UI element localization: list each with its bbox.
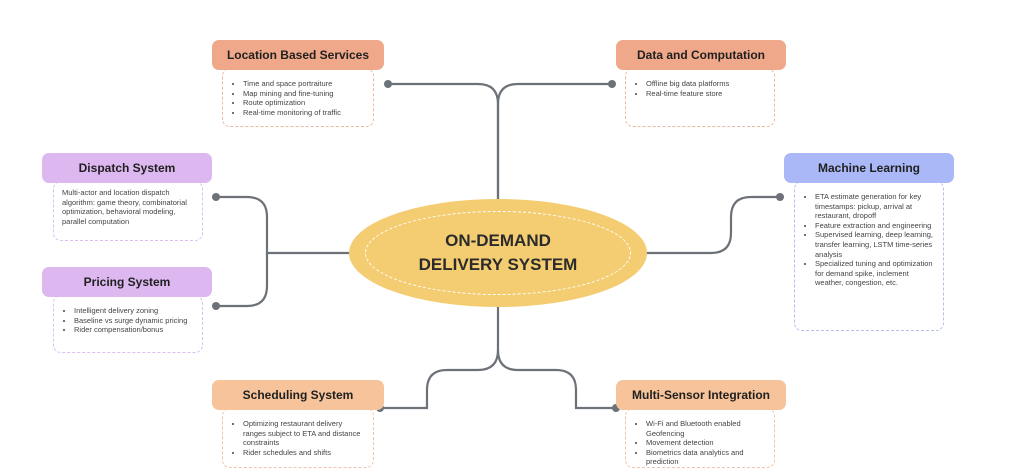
- connector-scheduling: [378, 305, 500, 410]
- dot-location: [384, 80, 392, 88]
- list-item: Time and space portraiture: [243, 79, 363, 89]
- item-list: ETA estimate generation for key timestam…: [805, 192, 933, 288]
- node-title: Multi-Sensor Integration: [616, 380, 786, 410]
- item-list: Time and space portraiture Map mining an…: [233, 79, 363, 117]
- list-item: Offline big data platforms: [646, 79, 764, 89]
- list-item: Wi-Fi and Bluetooth enabled Geofencing: [646, 419, 764, 438]
- list-item: Real-time feature store: [646, 89, 764, 99]
- connector-ml: [645, 195, 782, 255]
- node-body: ETA estimate generation for key timestam…: [794, 181, 944, 331]
- node-title: Scheduling System: [212, 380, 384, 410]
- list-item: Map mining and fine-tuning: [243, 89, 363, 99]
- list-item: Biometrics data analytics and prediction: [646, 448, 764, 467]
- list-item: Rider compensation/bonus: [74, 325, 192, 335]
- list-item: Baseline vs surge dynamic pricing: [74, 316, 192, 326]
- item-list: Intelligent delivery zoning Baseline vs …: [64, 306, 192, 335]
- connector-location: [386, 82, 500, 201]
- node-body: Multi-actor and location dispatch algori…: [53, 181, 203, 241]
- item-list: Offline big data platforms Real-time fea…: [636, 79, 764, 98]
- node-title: Dispatch System: [42, 153, 212, 183]
- list-item: Optimizing restaurant delivery ranges su…: [243, 419, 363, 448]
- node-body: Time and space portraiture Map mining an…: [222, 68, 374, 127]
- node-body: Optimizing restaurant delivery ranges su…: [222, 408, 374, 468]
- dot-ml: [776, 193, 784, 201]
- node-title: Machine Learning: [784, 153, 954, 183]
- node-body: Wi-Fi and Bluetooth enabled Geofencing M…: [625, 408, 775, 468]
- list-item: Movement detection: [646, 438, 764, 448]
- connector-sensor: [496, 348, 618, 410]
- list-item: Specialized tuning and optimization for …: [815, 259, 933, 288]
- list-item: ETA estimate generation for key timestam…: [815, 192, 933, 221]
- center-title: ON-DEMAND DELIVERY SYSTEM: [403, 229, 593, 277]
- center-node: ON-DEMAND DELIVERY SYSTEM: [349, 199, 647, 307]
- dot-pricing: [212, 302, 220, 310]
- dot-data: [608, 80, 616, 88]
- list-item: Intelligent delivery zoning: [74, 306, 192, 316]
- item-list: Wi-Fi and Bluetooth enabled Geofencing M…: [636, 419, 764, 467]
- center-title-line1: ON-DEMAND: [445, 231, 551, 250]
- connector-pricing: [214, 251, 269, 308]
- node-text: Multi-actor and location dispatch algori…: [62, 188, 187, 226]
- node-body: Offline big data platforms Real-time fea…: [625, 68, 775, 127]
- list-item: Feature extraction and engineering: [815, 221, 933, 231]
- dot-dispatch: [212, 193, 220, 201]
- connector-dispatch: [214, 195, 351, 255]
- node-title: Data and Computation: [616, 40, 786, 70]
- center-title-line2: DELIVERY SYSTEM: [418, 255, 578, 274]
- list-item: Route optimization: [243, 98, 363, 108]
- node-body: Intelligent delivery zoning Baseline vs …: [53, 295, 203, 353]
- list-item: Rider schedules and shifts: [243, 448, 363, 458]
- item-list: Optimizing restaurant delivery ranges su…: [233, 419, 363, 457]
- connector-data: [496, 82, 614, 201]
- node-title: Pricing System: [42, 267, 212, 297]
- list-item: Supervised learning, deep learning, tran…: [815, 230, 933, 259]
- list-item: Real-time monitoring of traffic: [243, 108, 363, 118]
- node-title: Location Based Services: [212, 40, 384, 70]
